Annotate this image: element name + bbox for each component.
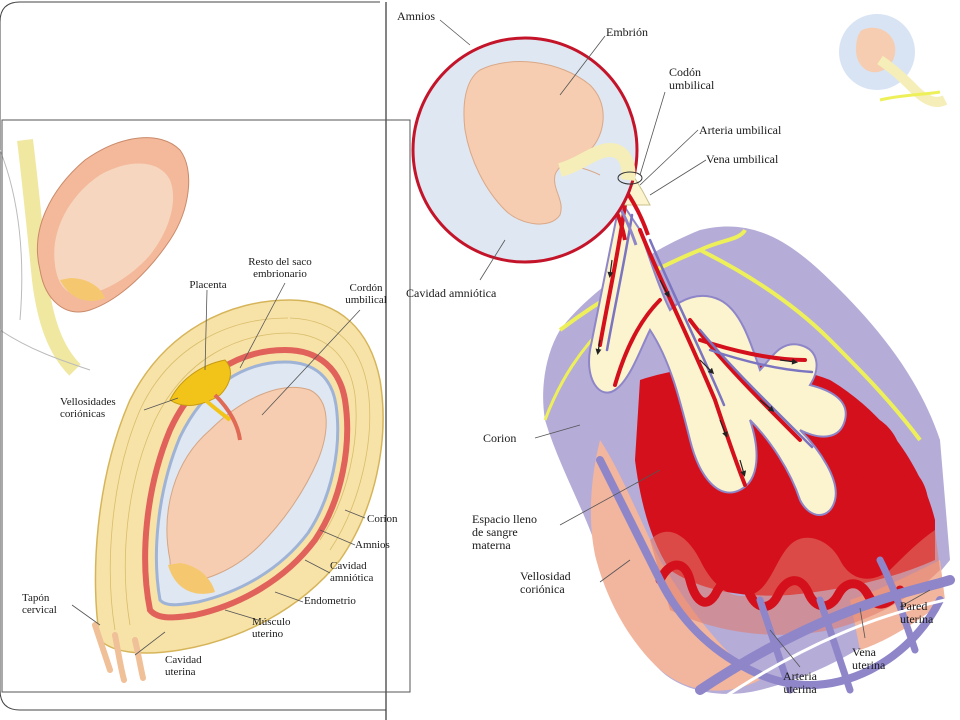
label-cavidad-amniotica-left: Cavidad amniótica	[330, 560, 374, 584]
left-panel-frame	[1, 119, 411, 693]
leader-lines	[71, 19, 931, 668]
label-embrion: Embrión	[606, 25, 648, 39]
uterus-cross-section	[92, 299, 384, 683]
label-corion-left: Corion	[367, 513, 398, 525]
label-codon-umbilical: Codón umbilical	[669, 65, 715, 92]
label-musculo-uterino: Músculo uterino	[252, 616, 291, 640]
label-endometrio: Endometrio	[304, 595, 356, 607]
label-cavidad-amniotica-right: Cavidad amniótica	[406, 286, 497, 300]
label-espacio-lleno-sangre: Espacio lleno de sangre materna	[472, 512, 537, 552]
label-arteria-umbilical: Arteria umbilical	[699, 123, 782, 137]
placental-tissue	[543, 149, 956, 702]
label-vellosidad-corionica: Vellosidad coriónica	[520, 569, 571, 596]
label-cavidad-uterina: Cavidad uterina	[165, 654, 202, 678]
label-pared-uterina: Pared uterina	[900, 599, 934, 626]
label-amnios-right: Amnios	[397, 9, 436, 23]
amnion-sac	[411, 36, 643, 264]
label-cordon-umbilical-left: Cordón umbilical	[345, 282, 387, 306]
label-resto-saco: Resto del saco embrionario	[248, 256, 312, 280]
label-placenta: Placenta	[189, 279, 227, 291]
background-frame	[0, 1, 387, 720]
label-corion-right: Corion	[483, 431, 517, 445]
pregnancy-overview	[0, 137, 190, 376]
label-vellosidades-corionicas: Vellosidades coriónicas	[60, 396, 116, 420]
embryo-thumbnail-icon	[839, 14, 948, 107]
label-vena-uterina: Vena uterina	[852, 645, 886, 672]
label-tapon-cervical: Tapón cervical	[22, 592, 57, 616]
label-vena-umbilical: Vena umbilical	[706, 152, 779, 166]
label-amnios-left: Amnios	[355, 539, 390, 551]
label-arteria-uterina: Arteria uterina	[783, 669, 817, 696]
